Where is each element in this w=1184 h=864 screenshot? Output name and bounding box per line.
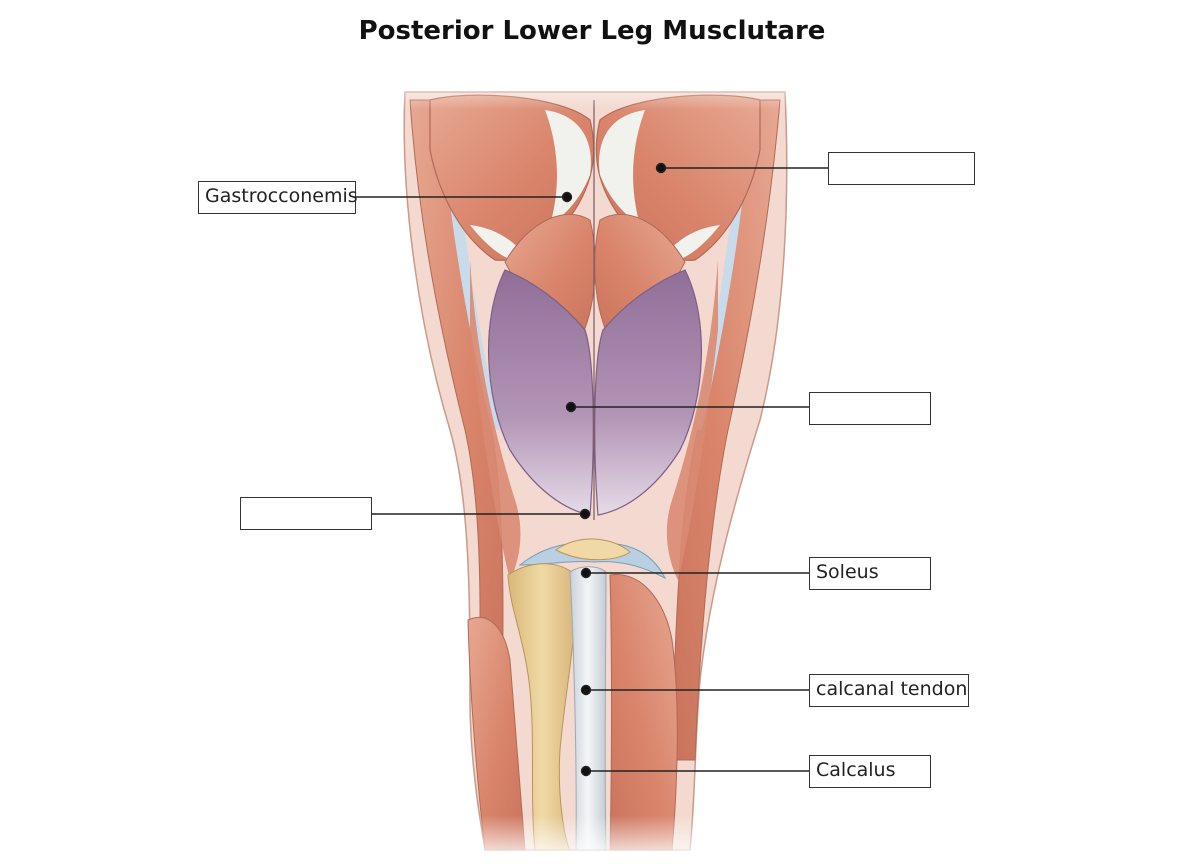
lower-muscle-right bbox=[609, 573, 678, 851]
side-muscle-right bbox=[666, 260, 718, 580]
tendon-highlight-right bbox=[599, 110, 645, 225]
calcaneal-tendon bbox=[569, 566, 607, 851]
pin-middle-right bbox=[565, 401, 577, 413]
label-calcaneal-tendon: calcanal tendon bbox=[809, 674, 969, 707]
leader-lines bbox=[356, 162, 828, 777]
pin-soleus bbox=[580, 567, 592, 579]
label-soleus: Soleus bbox=[809, 557, 931, 590]
bone-cap bbox=[555, 538, 631, 561]
label-middle-left-blank[interactable] bbox=[240, 497, 372, 530]
tendon-highlight-left bbox=[545, 110, 591, 225]
pin-middle-left bbox=[579, 508, 591, 520]
pin-upper-right bbox=[655, 162, 667, 174]
pin-calcaneus bbox=[580, 765, 592, 777]
pin-gastrocnemius bbox=[561, 191, 573, 203]
lower-muscle-left bbox=[467, 617, 526, 851]
deep-muscle-right bbox=[594, 269, 702, 516]
diagram-title: Posterior Lower Leg Musclutare bbox=[358, 16, 826, 46]
label-middle-right-blank[interactable] bbox=[809, 392, 931, 425]
label-upper-right-blank[interactable] bbox=[828, 152, 975, 185]
label-gastrocnemius: Gastrocconemis bbox=[198, 181, 358, 214]
label-calcaneus: Calcalus bbox=[809, 755, 931, 788]
side-muscle-left bbox=[470, 260, 521, 580]
pin-tendon bbox=[580, 684, 592, 696]
